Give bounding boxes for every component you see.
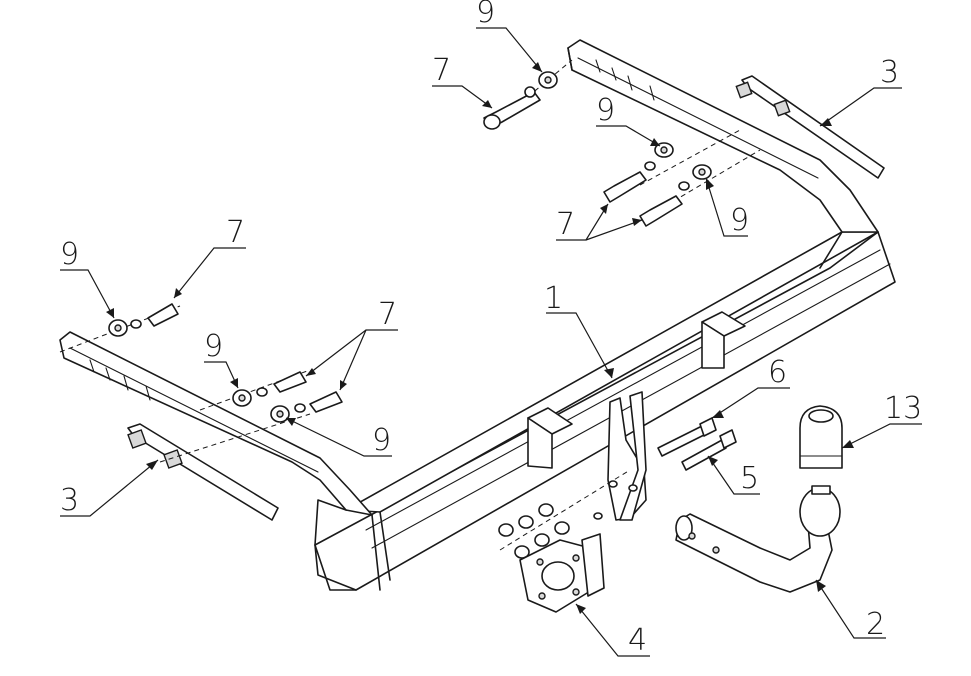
left-side-arm — [59, 331, 373, 546]
nut-set — [498, 469, 631, 559]
ball-cover — [799, 405, 843, 469]
callout-9-top: 9 — [476, 0, 495, 30]
tow-ball-neck — [675, 485, 841, 593]
bolt-set-left — [59, 303, 343, 463]
bolt-set-top — [483, 59, 573, 130]
callout-labels: 1 2 3 3 4 5 6 7 7 7 7 9 9 9 9 9 9 13 — [60, 0, 922, 658]
bolt-set-right — [603, 129, 761, 227]
callout-9-lower-left: 9 — [372, 423, 391, 458]
callout-7-top: 7 — [432, 53, 451, 88]
callout-5: 5 — [740, 461, 759, 496]
leader-lines — [60, 27, 922, 657]
bolt-5 — [681, 429, 737, 471]
socket-plate — [519, 533, 605, 613]
neck-bracket — [593, 391, 647, 521]
bolt-6 — [657, 417, 717, 457]
mounting-plate-right — [735, 75, 885, 179]
right-side-arm — [567, 39, 879, 269]
callout-2: 2 — [866, 607, 885, 642]
callout-3-right: 3 — [880, 55, 899, 90]
callout-7-right: 7 — [556, 207, 575, 242]
callout-9-middle-left: 9 — [204, 329, 223, 364]
callout-3-left: 3 — [60, 483, 79, 518]
mounting-plate-left — [127, 423, 279, 521]
callout-6: 6 — [768, 355, 787, 390]
callout-7-middle-left: 7 — [378, 297, 397, 332]
callout-9-far-left: 9 — [60, 237, 79, 272]
callout-13: 13 — [884, 391, 922, 426]
callout-1: 1 — [544, 281, 563, 316]
callout-9-right-upper: 9 — [596, 93, 615, 128]
callout-9-right-lower: 9 — [730, 203, 749, 238]
callout-4: 4 — [628, 623, 647, 658]
callout-7-upper-left: 7 — [226, 215, 245, 250]
